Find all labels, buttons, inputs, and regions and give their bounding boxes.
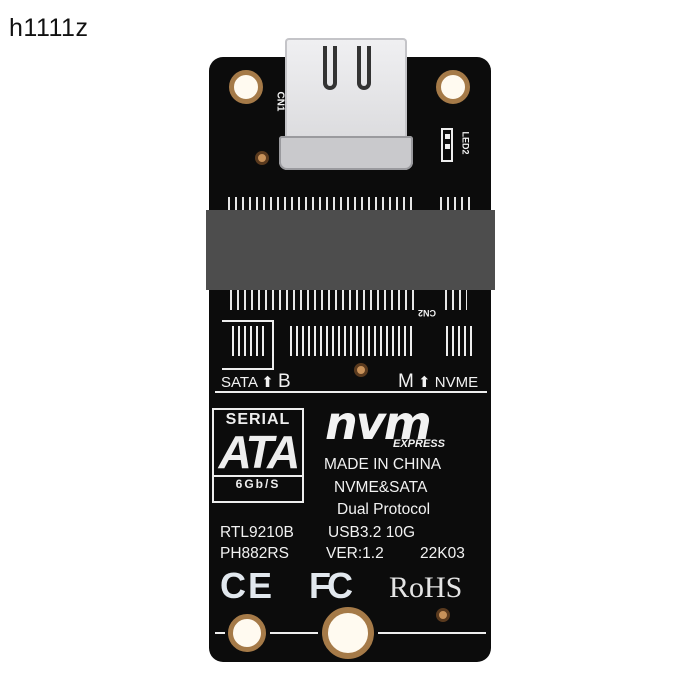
bottom-silk-line-mid [270, 632, 318, 634]
rohs-mark: RoHS [389, 571, 463, 604]
label-nvme: NVME [434, 374, 479, 391]
key-outline-sata [222, 320, 274, 370]
via-bottom-right [436, 608, 450, 622]
bottom-silk-line-left [215, 632, 225, 634]
m2-bottom-pins [230, 290, 415, 310]
silk-divider [215, 391, 487, 393]
nvme-silk-lines [446, 326, 472, 356]
mounting-hole-bottom-left [228, 614, 266, 652]
text-protocol-1: NVME&SATA [334, 479, 428, 496]
via-middle [354, 363, 368, 377]
sata-silk-lines [232, 326, 268, 356]
label-cn2: CN2 [418, 308, 437, 318]
bottom-silk-line-right [378, 632, 486, 634]
arrow-up-icon: ⬆ [261, 374, 274, 391]
serial-ata-logo: SERIAL ATA 6Gb/S [212, 408, 304, 503]
sata-logo-serial: SERIAL [225, 411, 291, 428]
m2-slot [206, 210, 495, 290]
usb-c-spring-right [357, 46, 371, 90]
mounting-hole-top-left [229, 70, 263, 104]
mounting-hole-bottom-center [322, 607, 374, 659]
ce-mark-icon: CE [220, 565, 275, 606]
text-version: VER:1.2 [326, 545, 384, 562]
label-cn1: CN1 [274, 91, 286, 112]
text-date-code: 22K03 [420, 545, 465, 562]
mounting-hole-top-right [436, 70, 470, 104]
watermark-text: h1111z [9, 14, 89, 42]
text-chip: RTL9210B [220, 524, 294, 541]
sata-logo-ata: ATA [218, 426, 301, 478]
usb-c-shell-base [279, 136, 413, 170]
fcc-mark-icon: FC [309, 565, 353, 606]
nvm-express-sub: EXPRESS [393, 438, 445, 450]
m2-top-pins-right [440, 197, 470, 211]
text-made-in: MADE IN CHINA [324, 456, 442, 473]
label-led2: LED2 [460, 131, 471, 155]
usb-c-connector [279, 38, 413, 170]
text-protocol-2: Dual Protocol [337, 501, 431, 518]
sata-logo-speed: 6Gb/S [214, 475, 302, 491]
text-pcb-id: PH882RS [220, 545, 289, 562]
m2-top-pins [228, 197, 412, 211]
led2-footprint [441, 128, 453, 162]
nvm-express-logo: nvm [325, 396, 432, 450]
label-sata-key: SATA ⬆ B [221, 371, 291, 393]
arrow-up-icon: ⬆ [418, 374, 431, 391]
m2-bottom-pins-right [445, 290, 467, 310]
label-nvme-key: M ⬆ NVME [398, 371, 478, 393]
via-top-left [255, 151, 269, 165]
usb-c-spring-left [323, 46, 337, 90]
center-silk-lines [290, 326, 415, 356]
label-sata: SATA [221, 374, 258, 391]
text-usb: USB3.2 10G [328, 524, 416, 541]
label-b: B [278, 371, 291, 392]
label-m: M [398, 371, 414, 392]
